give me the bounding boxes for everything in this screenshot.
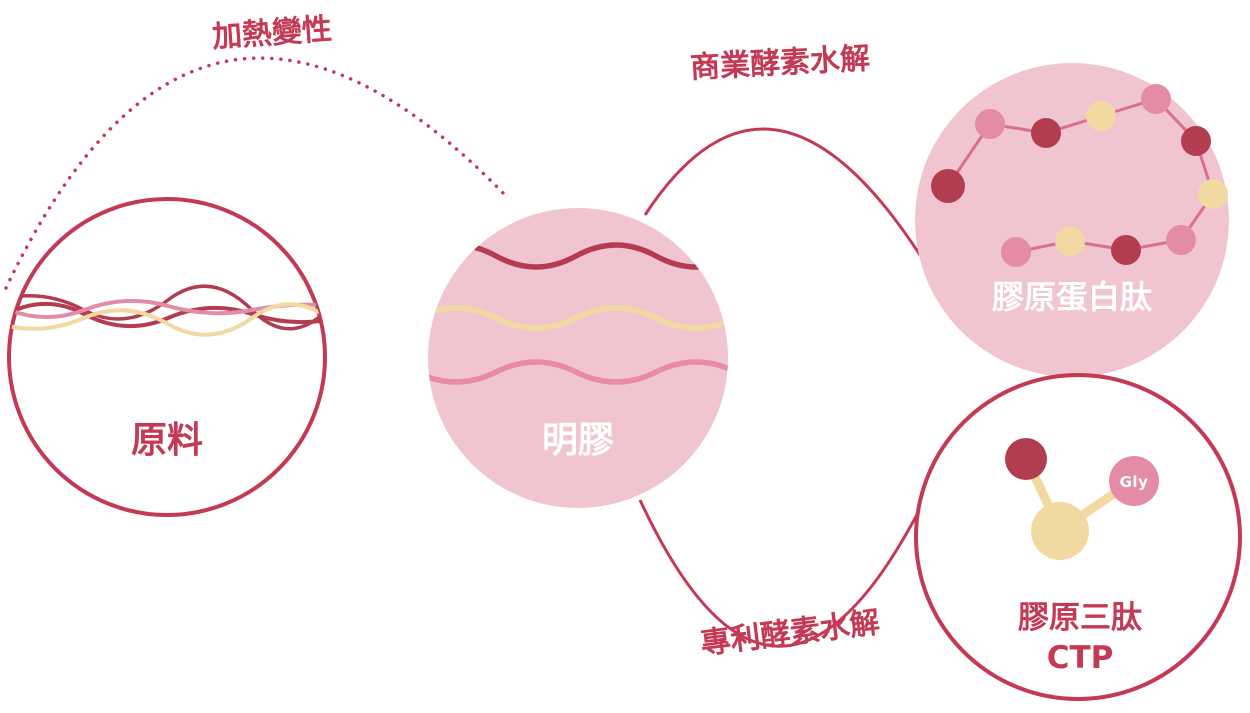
gelatin-circle xyxy=(428,208,728,508)
peptide-bead xyxy=(1055,226,1085,256)
gly-label: Gly xyxy=(1120,473,1149,491)
tripeptide-molecule-icon: Gly xyxy=(1005,438,1159,560)
gelatin-strand-pink xyxy=(428,359,728,385)
raw-material-node: 原料 xyxy=(7,197,327,517)
collagen-tripeptide-label: 膠原三肽 xyxy=(1018,600,1143,636)
collagen-peptide-node: 膠原蛋白肽 xyxy=(915,63,1229,377)
gelatin-node: 明膠 xyxy=(428,208,728,508)
raw-material-label: 原料 xyxy=(131,420,203,461)
patent-hydrolysis-arc xyxy=(638,499,924,648)
collagen-tripeptide-node: Gly 膠原三肽 CTP xyxy=(914,373,1242,701)
heat-denaturation-label: 加熱變性 xyxy=(211,12,333,55)
peptide-bead xyxy=(931,169,965,203)
fiber-strand-darkred-2 xyxy=(9,284,325,331)
peptide-bead xyxy=(1031,118,1061,148)
molecule-atom-gly xyxy=(1109,456,1159,506)
fiber-strand-darkred xyxy=(9,302,325,329)
fiber-strand-cream xyxy=(9,302,325,337)
peptide-bead xyxy=(1111,235,1141,265)
gelatin-label: 明膠 xyxy=(542,420,614,461)
gelatin-strand-cream xyxy=(428,305,728,331)
commercial-hydrolysis-arc xyxy=(643,127,922,256)
raw-material-circle xyxy=(7,197,327,517)
molecule-atom-cream xyxy=(1031,502,1089,560)
peptide-bead xyxy=(1086,101,1116,131)
collagen-peptide-circle xyxy=(915,63,1229,377)
patent-hydrolysis-label: 專利酵素水解 xyxy=(699,605,882,662)
heat-denaturation-dotted-arc xyxy=(4,56,508,290)
peptide-bead xyxy=(975,109,1005,139)
collagen-fiber-strands-icon xyxy=(9,284,325,337)
peptide-bead xyxy=(1141,84,1171,114)
peptide-bead xyxy=(1181,126,1211,156)
molecule-atom-darkred xyxy=(1005,438,1047,480)
ctp-label: CTP xyxy=(1047,640,1114,676)
collagen-peptide-label: 膠原蛋白肽 xyxy=(992,278,1153,316)
peptide-bead xyxy=(1198,179,1228,209)
peptide-chain-icon xyxy=(931,84,1228,267)
peptide-bead xyxy=(1166,225,1196,255)
commercial-hydrolysis-label: 商業酵素水解 xyxy=(689,41,871,85)
peptide-bead xyxy=(1001,237,1031,267)
